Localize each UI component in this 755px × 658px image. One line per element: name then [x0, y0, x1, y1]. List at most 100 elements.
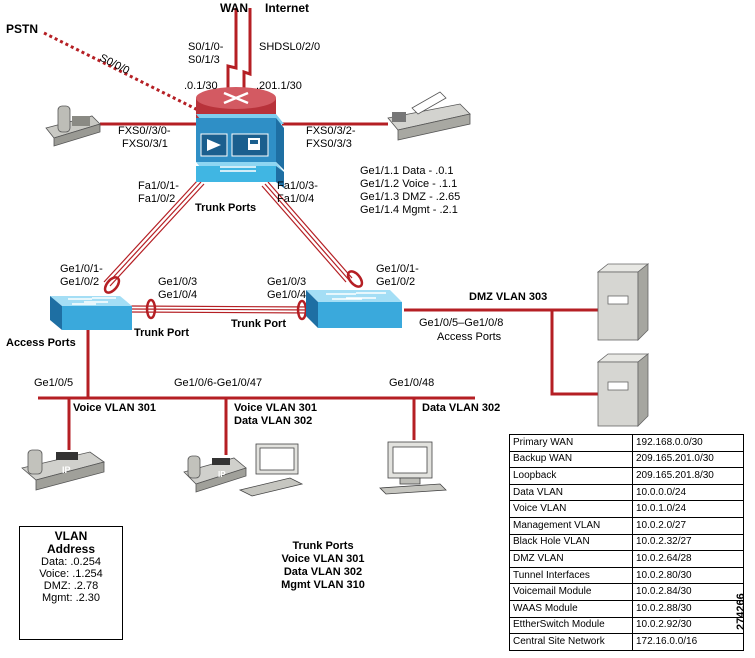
internet-dsl-link: [242, 8, 252, 92]
table-cell-value: 10.0.2.92/30: [632, 616, 744, 635]
table-cell-name: Central Site Network: [509, 633, 633, 651]
vlan-address-box: VLAN Address Data: .0.254 Voice: .1.254 …: [19, 526, 123, 640]
router-chassis-icon: [196, 114, 284, 170]
port-oval-left-x: [145, 298, 157, 320]
trunk-link-right: [261, 181, 353, 283]
label-wan: WAN: [220, 1, 248, 15]
label-dmz-vlan: DMZ VLAN 303: [469, 291, 548, 303]
label-trunk-summary-3: Data VLAN 302: [283, 566, 363, 578]
ip-phone-icon-1: IP: [21, 449, 105, 491]
label-s0-1-0: S0/1/0-: [188, 41, 224, 53]
router-switch-icon: [196, 162, 284, 188]
fax-machine-icon: [387, 91, 471, 141]
label-fxs-right-2: FXS0/3/3: [306, 138, 352, 150]
vlan-box-line: Data: .0.254: [41, 556, 101, 568]
label-ge-left-x-1: Ge1/0/3: [158, 276, 198, 288]
label-ge-right-up-1: Ge1/0/1-: [376, 263, 419, 275]
table-cell-value: 10.0.1.0/24: [632, 500, 744, 518]
label-ge-sub-4: Ge1/1.4 Mgmt - .2.1: [360, 204, 458, 216]
table-cell-name: Data VLAN: [509, 483, 633, 502]
label-ge-sub-2: Ge1/1.2 Voice - .1.1: [360, 178, 458, 190]
label-access-ports-left: Access Ports: [6, 337, 76, 349]
ip-phone-icon-2: IP: [183, 455, 247, 493]
table-cell-value: 209.165.201.8/30: [632, 467, 744, 485]
label-fxs-right-1: FXS0/3/2-: [306, 125, 356, 137]
vlan-box-title-1: VLAN: [54, 529, 88, 543]
label-data-vlan-c: Data VLAN 302: [422, 402, 501, 414]
laptop-icon: [238, 443, 304, 497]
label-voice-vlan-b: Voice VLAN 301: [234, 402, 317, 414]
label-dmz-ports: Ge1/0/5–Ge1/0/8: [419, 317, 504, 329]
label-trunk-port-mid: Trunk Port: [231, 318, 287, 330]
label-ge-sub-1: Ge1/1.1 Data - .0.1: [360, 165, 454, 177]
vlan-box-line: DMZ: .2.78: [43, 580, 99, 592]
left-switch-icon: [50, 296, 132, 330]
server-icon-bottom: [596, 353, 650, 427]
desktop-pc-icon: [379, 441, 447, 495]
port-oval-left-up: [103, 276, 121, 294]
label-ge-left-up-2: Ge1/0/2: [60, 276, 100, 288]
table-cell-name: Black Hole VLAN: [509, 533, 633, 552]
label-ge-sub-3: Ge1/1.3 DMZ - .2.65: [360, 191, 461, 203]
label-trunk-port-left: Trunk Port: [134, 327, 190, 339]
table-cell-value: 10.0.2.88/30: [632, 599, 744, 618]
table-cell-value: 172.16.0.0/16: [632, 633, 744, 651]
label-ge-left-x-2: Ge1/0/4: [158, 289, 198, 301]
table-cell-name: Management VLAN: [509, 516, 633, 535]
table-cell-name: EttherSwitch Module: [509, 616, 633, 635]
table-cell-name: Voice VLAN: [509, 500, 633, 518]
table-cell-value: 209.165.201.0/30: [632, 450, 744, 469]
vlan-box-title-2: Address: [46, 542, 96, 556]
label-fxs-left-2: FXS0/3/1: [122, 138, 168, 150]
table-cell-value: 10.0.2.32/27: [632, 533, 744, 552]
label-shdsl: SHDSL0/2/0: [259, 41, 321, 53]
table-cell-value: 10.0.2.80/30: [632, 566, 744, 585]
label-ge-right-x-2: Ge1/0/4: [267, 289, 307, 301]
label-fa-right-2: Fa1/0/4: [277, 193, 315, 205]
label-trunk-summary-2: Voice VLAN 301: [281, 553, 365, 565]
table-cell-name: Primary WAN: [509, 434, 633, 452]
table-cell-name: Voicemail Module: [509, 583, 633, 601]
table-cell-name: WAAS Module: [509, 599, 633, 618]
table-cell-name: DMZ VLAN: [509, 550, 633, 568]
vlan-box-line: Mgmt: .2.30: [41, 592, 101, 604]
table-cell-name: Loopback: [509, 467, 633, 485]
ip-badge-1: IP: [62, 465, 71, 475]
label-pstn: PSTN: [6, 22, 39, 36]
dmz-drop: [550, 310, 598, 396]
wan-serial-link: [226, 8, 238, 92]
port-oval-right-up: [346, 270, 364, 288]
table-cell-name: Backup WAN: [509, 450, 633, 469]
label-internet: Internet: [265, 1, 310, 15]
table-cell-value: 10.0.2.84/30: [632, 583, 744, 601]
table-cell-value: 10.0.2.0/27: [632, 516, 744, 535]
label-s0-1-3: S0/1/3: [188, 54, 220, 66]
label-ge-right-x-1: Ge1/0/3: [267, 276, 307, 288]
label-trunk-summary-1: Trunk Ports: [292, 540, 354, 552]
table-cell-value: 10.0.0.0/24: [632, 483, 744, 502]
label-voice-vlan-a: Voice VLAN 301: [73, 402, 156, 414]
label-ge-0-5: Ge1/0/5: [34, 377, 74, 389]
label-fa-right-1: Fa1/0/3-: [277, 180, 318, 192]
inter-switch-trunk: [129, 305, 317, 314]
analog-phone-icon: [45, 105, 101, 147]
trunk-link-left: [103, 179, 205, 287]
label-fa-left-1: Fa1/0/1-: [138, 180, 179, 192]
label-trunk-summary-4: Mgmt VLAN 310: [281, 579, 365, 591]
label-fa-left-2: Fa1/0/2: [138, 193, 176, 205]
label-wan-ip1: .0.1/30: [184, 80, 218, 92]
label-ge-0-48: Ge1/0/48: [389, 377, 435, 389]
figure-id: 274266: [735, 593, 747, 630]
